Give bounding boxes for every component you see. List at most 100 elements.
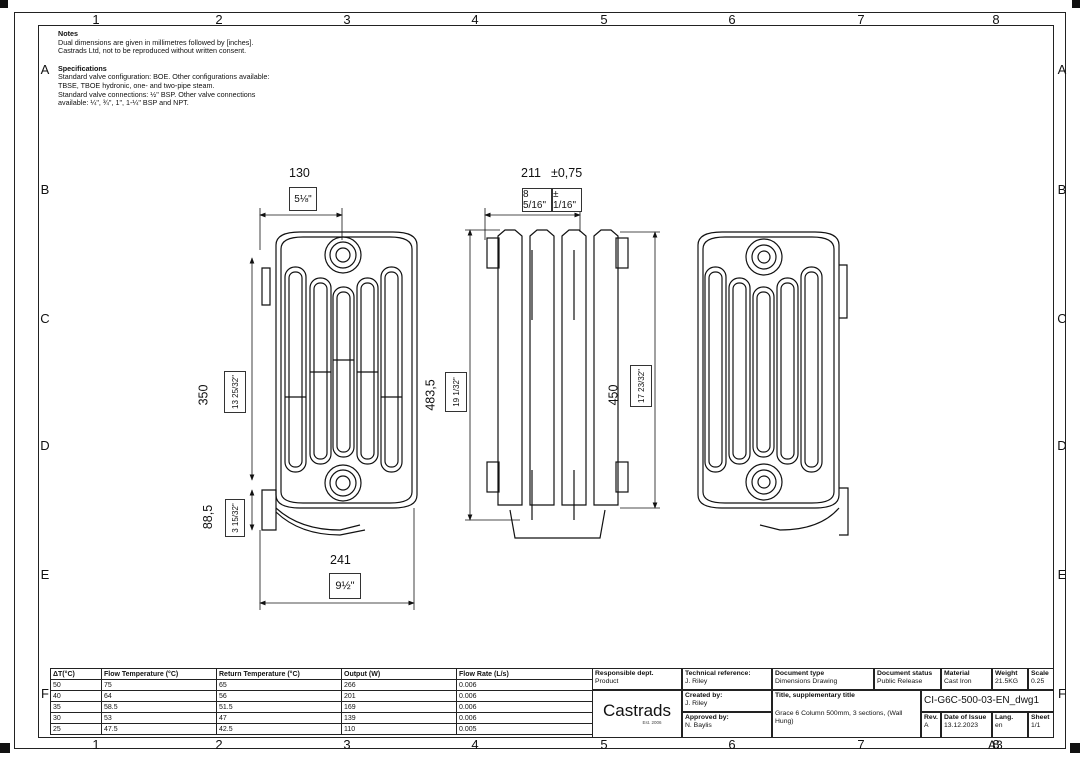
table-cell: 0.006 (456, 679, 593, 691)
scale-cell: Scale 0.25 (1028, 668, 1054, 690)
table-cell: 51.5 (216, 701, 342, 713)
dimension-lines (249, 208, 660, 610)
sheet-label: Sheet (1031, 714, 1050, 721)
flow-rate-table: ΔT(°C) Flow Temperature (°C) Return Temp… (50, 668, 593, 735)
corner-mark (1070, 743, 1080, 753)
table-cell: 47.5 (101, 723, 217, 735)
side-view (486, 229, 629, 539)
doc-number: CI-G6C-500-03-EN_dwg1 (924, 695, 1040, 706)
grid-column-number: 5 (600, 737, 608, 752)
table-cell: 58.5 (101, 701, 217, 713)
table-header: ΔT(°C) (50, 668, 102, 680)
notes-block: Notes Dual dimensions are given in milli… (58, 29, 318, 108)
dim-floor-mm: 88,5 (201, 504, 216, 530)
dim-height-in: 19 1/32" (445, 372, 467, 412)
responsible-dept-value: Product (595, 678, 619, 685)
notes-line: Dual dimensions are given in millimetres… (58, 37, 254, 47)
grid-row-letter: E (40, 567, 50, 582)
grid-column-number: 6 (728, 12, 736, 27)
grid-column-number: 7 (857, 12, 865, 27)
lang-value: en (995, 722, 1003, 729)
date-label: Date of Issue (944, 714, 987, 721)
tech-ref-value: J. Riley (685, 678, 708, 685)
grid-column-number: 7 (857, 737, 865, 752)
dim-depth-mm: 211 (521, 166, 541, 180)
table-cell: 30 (50, 712, 102, 724)
table-cell: 64 (101, 690, 217, 702)
dim-depth-tolerance-in: ± 1/16" (552, 188, 582, 212)
grid-column-number: 4 (471, 737, 479, 752)
scale-value: 0.25 (1031, 678, 1045, 685)
table-cell: 35 (50, 701, 102, 713)
dim-depth-in: 8 5/16" (522, 188, 552, 212)
grid-row-letter: B (1057, 182, 1067, 197)
material-label: Material (944, 670, 970, 677)
created-by-cell: Created by: J. Riley (682, 690, 772, 712)
date-value: 13.12.2023 (944, 722, 979, 729)
tech-ref-cell: Technical reference: J. Riley (682, 668, 772, 690)
grid-row-letter: B (40, 182, 50, 197)
doc-status-cell: Document status Public Release (874, 668, 941, 690)
table-cell: 42.5 (216, 723, 342, 735)
table-cell: 56 (216, 690, 342, 702)
weight-value: 21.5KG (995, 678, 1019, 685)
grid-column-number: 6 (728, 737, 736, 752)
doc-type-label: Document type (775, 670, 825, 677)
grid-row-letter: A (1057, 62, 1067, 77)
corner-mark (0, 0, 8, 8)
corner-mark (1072, 0, 1080, 8)
created-by-value: J. Riley (685, 700, 708, 707)
title-cell: Title, supplementary title Grace 6 Colum… (772, 690, 921, 738)
logo-cell: Castrads Est. 2006 (592, 690, 682, 738)
corner-mark (0, 743, 10, 753)
title-label: Title, supplementary title (775, 692, 855, 699)
table-cell: 75 (101, 679, 217, 691)
table-header: Output (W) (341, 668, 457, 680)
lang-cell: Lang. en (992, 712, 1028, 738)
notes-line: Castrads Ltd, not to be reproduced witho… (58, 46, 247, 56)
doc-status-value: Public Release (877, 678, 923, 685)
castrads-est: Est. 2006 (642, 720, 662, 725)
table-header: Flow Temperature (°C) (101, 668, 217, 680)
table-cell: 0.006 (456, 712, 593, 724)
rev-cell: Rev. A (921, 712, 941, 738)
dim-centres-in: 13 25/32" (224, 371, 246, 413)
table-cell: 266 (341, 679, 457, 691)
table-cell: 47 (216, 712, 342, 724)
date-cell: Date of Issue 13.12.2023 (941, 712, 992, 738)
spec-line: Standard valve connections: ½" BSP. Othe… (58, 89, 256, 99)
grid-column-number: 5 (600, 12, 608, 27)
drawing-inner-frame (38, 25, 1054, 738)
material-cell: Material Cast Iron (941, 668, 992, 690)
approved-by-value: N. Baylis (685, 722, 712, 729)
grid-row-letter: F (41, 686, 49, 701)
dim-section-height-mm: 450 (606, 384, 621, 406)
spec-line: TBSE, TBOE hydronic, one- and two-pipe s… (58, 80, 215, 90)
spec-line: Standard valve configuration: BOE. Other… (58, 72, 270, 82)
tech-ref-label: Technical reference: (685, 670, 751, 677)
grid-row-letter: C (40, 311, 50, 326)
table-header: Return Temperature (°C) (216, 668, 342, 680)
title-value: Grace 6 Column 500mm, 3 sections, (Wall … (775, 710, 903, 725)
dim-front-width-mm: 130 (289, 166, 310, 180)
grid-column-number: 4 (471, 12, 479, 27)
drawing-outer-frame (14, 12, 1066, 749)
approved-by-cell: Approved by: N. Baylis (682, 712, 772, 738)
table-cell: 25 (50, 723, 102, 735)
doc-status-label: Document status (877, 670, 933, 677)
dim-overall-width-mm: 241 (330, 553, 351, 567)
castrads-logo: Castrads (602, 701, 672, 720)
dim-front-width-in: 5⅛" (289, 187, 317, 211)
sheet-cell: Sheet 1/1 (1028, 712, 1054, 738)
grid-column-number: 8 (992, 12, 1000, 27)
grid-row-letter: A (40, 62, 50, 77)
grid-column-number: 2 (215, 12, 223, 27)
grid-row-letter: F (1058, 686, 1066, 701)
grid-row-letter: D (40, 438, 50, 453)
created-by-label: Created by: (685, 692, 723, 699)
approved-by-label: Approved by: (685, 714, 729, 721)
